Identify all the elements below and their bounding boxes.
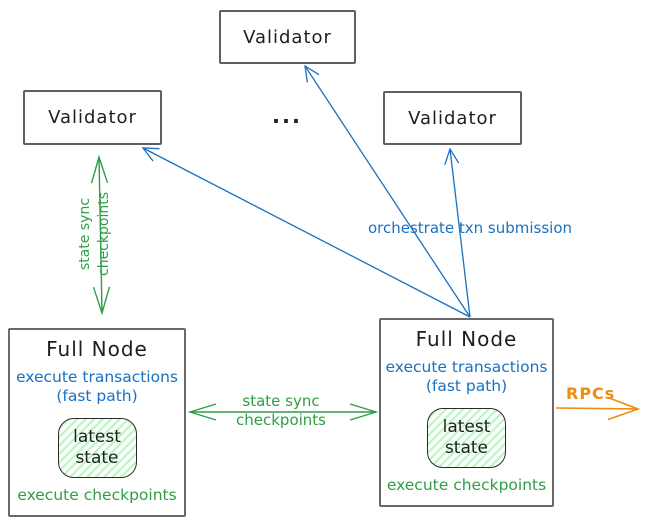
validator-left-label: Validator xyxy=(48,107,137,128)
state-sync-left-label-line2: checkpoints xyxy=(96,192,112,276)
full-node-right-title: Full Node xyxy=(415,327,518,351)
state-sync-left-label-line1: state sync xyxy=(77,197,93,271)
orchestrate-label: orchestrate txn submission xyxy=(367,219,573,237)
validator-ellipsis: ... xyxy=(272,104,302,128)
full-node-left-latest-state-box: latest state xyxy=(57,418,137,478)
full-node-right-latest-state-box: latest state xyxy=(427,408,506,468)
validator-top-box: Validator xyxy=(219,10,356,64)
validator-top-label: Validator xyxy=(243,26,332,48)
state-sync-middle-label: state sync checkpoints xyxy=(211,392,351,430)
full-node-left-exec: execute transactions (fast path) xyxy=(16,368,178,406)
rpcs-label: RPCs xyxy=(566,384,616,403)
latest-state-line2: state xyxy=(75,448,119,468)
full-node-right-exec: execute transactions (fast path) xyxy=(385,358,547,396)
arrow-rpcs xyxy=(555,396,641,421)
full-node-right-box: Full Node execute transactions (fast pat… xyxy=(379,318,554,507)
full-node-left-title: Full Node xyxy=(46,337,148,361)
latest-state-line2: state xyxy=(444,438,489,458)
validator-right-box: Validator xyxy=(383,91,522,145)
full-node-right-footer: execute checkpoints xyxy=(386,476,547,494)
full-node-left-box: Full Node execute transactions (fast pat… xyxy=(8,328,186,517)
full-node-right-exec-line2: (fast path) xyxy=(425,377,508,395)
latest-state-line1: latest xyxy=(73,427,121,447)
state-sync-middle-label-line2: checkpoints xyxy=(236,411,326,429)
state-sync-middle-label-line1: state sync xyxy=(242,392,320,410)
full-node-left-exec-line2: (fast path) xyxy=(56,387,138,405)
validator-right-label: Validator xyxy=(408,107,497,129)
full-node-right-exec-line1: execute transactions xyxy=(385,358,548,376)
state-sync-left-label: state sync checkpoints xyxy=(76,179,116,289)
full-node-left-footer: execute checkpoints xyxy=(17,486,177,504)
validator-left-box: Validator xyxy=(23,90,162,145)
full-node-left-exec-line1: execute transactions xyxy=(15,368,179,386)
latest-state-line1: latest xyxy=(442,417,491,437)
